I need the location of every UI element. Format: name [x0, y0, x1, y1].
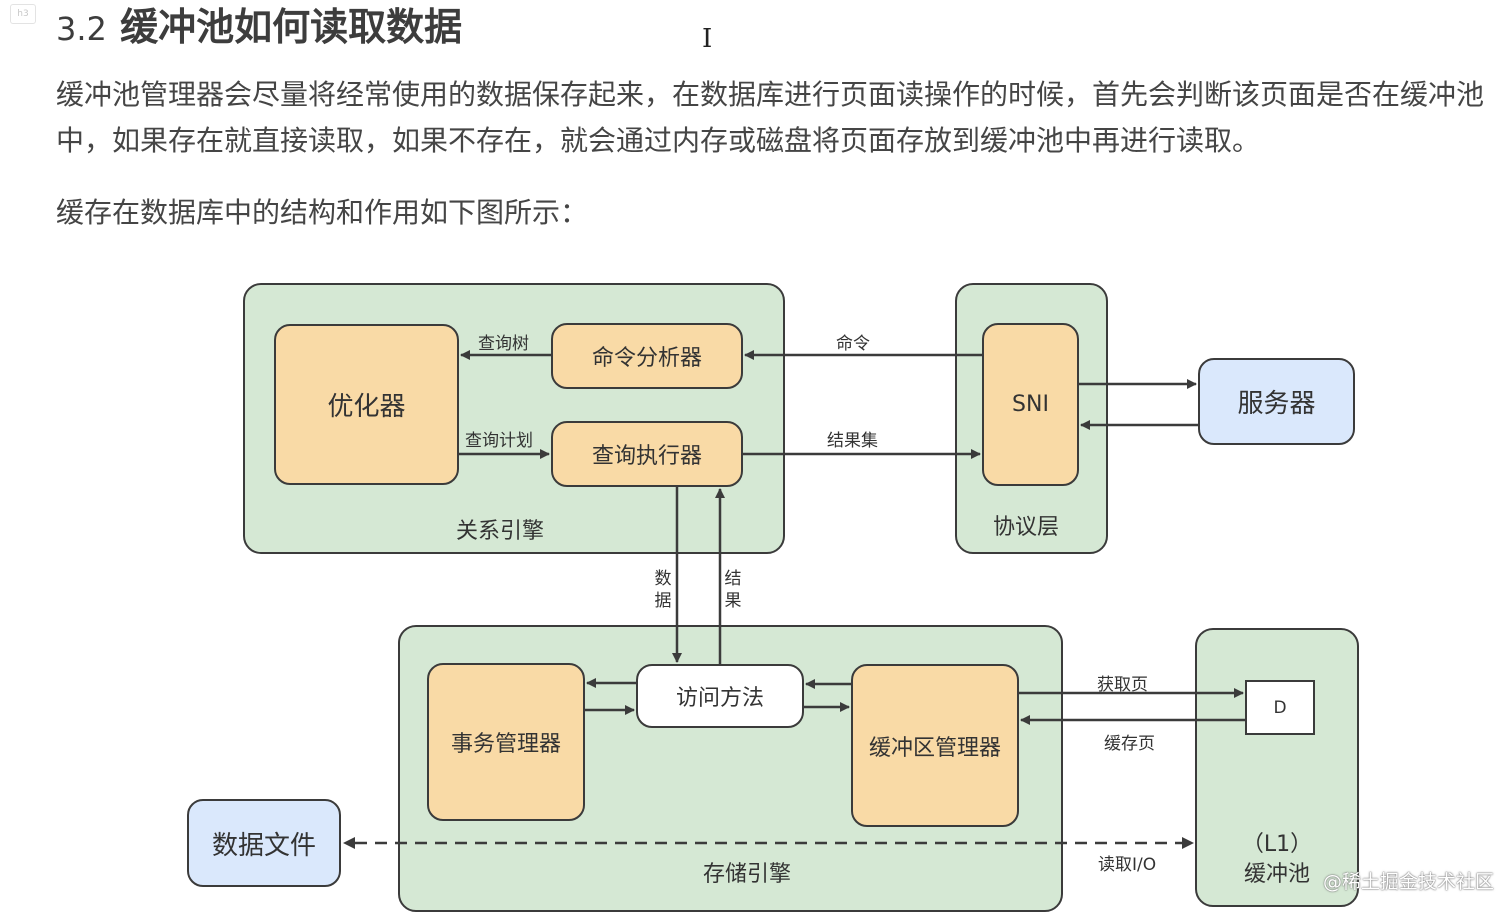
command-parser-node: 命令分析器 — [551, 323, 743, 389]
edge-label-query-tree: 查询树 — [478, 334, 529, 354]
edge-label-cache-page: 缓存页 — [1104, 734, 1155, 754]
storage-engine-label: 存储引擎 — [703, 862, 792, 887]
read-io-right-arrowhead — [1182, 837, 1194, 849]
watermark: @稀土掘金技术社区 — [1322, 871, 1494, 893]
buffer-manager-node: 缓冲区管理器 — [851, 664, 1019, 827]
protocol-layer-label: 协议层 — [993, 515, 1060, 540]
edge-label-result-set: 结果集 — [827, 431, 878, 451]
optimizer-node: 优化器 — [274, 324, 459, 485]
edge-label-result-char-1: 结 — [724, 569, 742, 589]
query-executor-node: 查询执行器 — [551, 421, 743, 487]
page-d-node: D — [1245, 680, 1315, 735]
server-node: 服务器 — [1198, 358, 1355, 445]
paragraph-buffer-pool-description: 缓冲池管理器会尽量将经常使用的数据保存起来，在数据库进行页面读操作的时候，首先会… — [56, 78, 1485, 157]
access-method-node: 访问方法 — [636, 664, 804, 728]
buffer-pool-label: 缓冲池 — [1243, 862, 1310, 887]
edge-label-get-page: 获取页 — [1097, 675, 1148, 695]
section-heading: 3.2 缓冲池如何读取数据 — [56, 0, 462, 51]
section-number: 3.2 — [56, 10, 107, 48]
edge-label-command: 命令 — [836, 334, 870, 354]
edge-label-result: 结 果 — [723, 568, 743, 612]
edge-label-read-io: 读取I/O — [1098, 855, 1157, 875]
buffer-pool-level-label: （L1） — [1241, 832, 1313, 857]
read-io-left-arrowhead — [343, 837, 355, 849]
edge-label-data-char-2: 据 — [654, 591, 672, 611]
text-cursor-icon: I — [702, 24, 713, 54]
edge-label-query-plan: 查询计划 — [465, 431, 533, 451]
sni-node: SNI — [982, 323, 1079, 486]
edge-label-data-char-1: 数 — [654, 569, 672, 589]
heading-level-badge: h3 — [10, 4, 36, 24]
relational-engine-label: 关系引擎 — [456, 519, 545, 544]
data-file-node: 数据文件 — [187, 799, 341, 887]
edge-label-data: 数 据 — [653, 568, 673, 612]
section-title: 缓冲池如何读取数据 — [120, 5, 463, 49]
transaction-manager-node: 事务管理器 — [427, 663, 585, 821]
buffer-pool-container — [1195, 628, 1359, 907]
paragraph-diagram-intro: 缓存在数据库中的结构和作用如下图所示： — [56, 196, 589, 229]
edge-label-result-char-2: 果 — [724, 591, 742, 611]
